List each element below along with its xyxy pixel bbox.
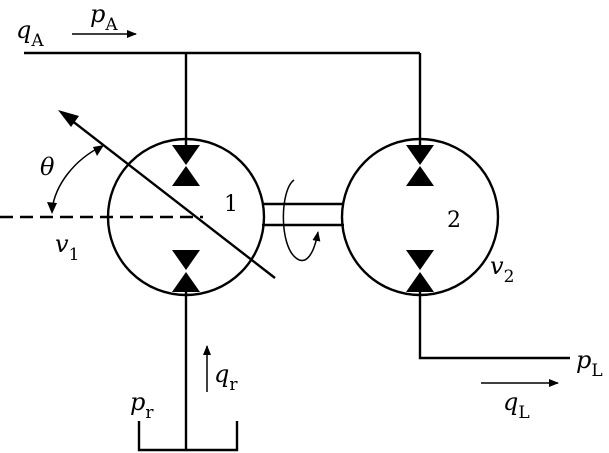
label-q-r: qr — [214, 360, 238, 395]
swashplate-line — [61, 112, 276, 279]
rotation-arrow-icon — [282, 179, 321, 262]
unit-2-number: 2 — [447, 208, 461, 233]
label-v-2: v2 — [490, 252, 514, 287]
shaft-coupling — [262, 202, 344, 227]
swashplate-arrow-icon — [58, 110, 79, 127]
supply-line — [24, 51, 422, 145]
unit-2-bottom-check-valve-icon — [406, 250, 434, 292]
label-theta: θ — [40, 153, 55, 181]
theta-angle-arc — [51, 145, 103, 211]
unit-1-number: 1 — [224, 192, 238, 217]
theta-arc-arrow-top-icon — [93, 145, 104, 156]
label-q-L: qL — [503, 388, 530, 423]
unit-1-bottom-check-valve-icon — [172, 250, 200, 292]
load-line — [418, 292, 570, 360]
tank-icon — [137, 421, 239, 452]
label-p-r: pr — [130, 388, 154, 423]
unit-1-top-check-valve-icon — [172, 145, 200, 186]
label-p-L: pL — [576, 346, 603, 381]
unit-2-top-check-valve-icon — [406, 145, 434, 186]
theta-arc-arrow-bottom-icon — [47, 202, 57, 214]
label-p-A: pA — [90, 0, 118, 35]
label-q-A: qA — [16, 16, 44, 51]
label-v-1: v1 — [55, 230, 79, 265]
